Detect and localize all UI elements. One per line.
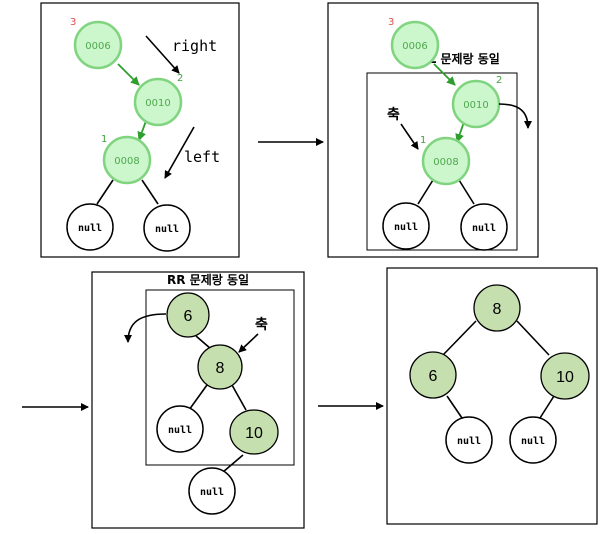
node-label: 6 [429, 368, 438, 385]
axis-arrow [238, 333, 259, 353]
null-label: null [521, 436, 545, 447]
axis-arrow [400, 123, 419, 150]
null-node [382, 202, 430, 250]
panel-2: LL 문제랑 동일 0006 0010 0008 3 2 1 null null… [327, 2, 539, 258]
node-label: 8 [493, 301, 502, 318]
null-label: null [457, 436, 481, 447]
rr-note-label: RR 문제랑 동일 [167, 273, 249, 287]
tree-node [409, 351, 457, 399]
null-label: null [394, 222, 418, 233]
node-label: 10 [245, 425, 263, 442]
null-node [509, 416, 557, 464]
node-label: 8 [216, 360, 225, 377]
null-node [460, 203, 508, 251]
null-node [66, 203, 114, 251]
edge-0006-0010 [117, 63, 140, 86]
null-node [143, 204, 191, 252]
node-label: 0006 [402, 41, 427, 52]
balance-label: 2 [177, 73, 183, 84]
node-label: 10 [556, 369, 574, 386]
ll-note-label: LL 문제랑 동일 [421, 52, 500, 66]
rotation-arrow-right [145, 35, 180, 74]
null-label: null [155, 224, 179, 235]
null-node [445, 416, 493, 464]
node-label: 0010 [145, 98, 170, 109]
edge-0010-0008 [137, 120, 147, 141]
panel-1: 0006 0010 0008 3 2 1 null null right lef… [40, 2, 240, 258]
node-label: 6 [184, 308, 193, 325]
edge-8-6 [442, 320, 477, 356]
edge-0008-null-left [417, 179, 434, 205]
rotation-arrow-left [164, 126, 195, 179]
rr-subtree-box [145, 289, 295, 466]
edge-6-8 [195, 335, 212, 350]
balance-label: 2 [496, 75, 502, 86]
tree-node [197, 344, 243, 390]
tree-node [102, 135, 152, 185]
edge-8-10 [516, 320, 550, 356]
panel-4: 8 6 10 null null [386, 267, 598, 525]
axis-label: 축 [255, 317, 268, 333]
node-label: 0006 [85, 41, 110, 52]
edge-0008-null-right [458, 179, 475, 205]
tree-node [133, 77, 183, 127]
axis-label: 축 [387, 107, 400, 123]
edge-6-null [446, 395, 463, 419]
edge-0006-0010 [433, 63, 456, 86]
tree-node [229, 409, 279, 455]
node-label: 0008 [114, 156, 139, 167]
balance-label: 3 [70, 17, 76, 28]
tree-node [166, 292, 210, 338]
node-label: 0008 [433, 157, 458, 168]
edge-8-10 [231, 384, 247, 411]
null-label: null [200, 487, 224, 498]
edge-0010-0008 [455, 121, 465, 143]
tree-node [390, 20, 440, 70]
edge-0008-null-right [141, 179, 159, 205]
null-node [188, 467, 236, 515]
rotation-arrow-curved [498, 103, 532, 129]
null-label: null [168, 425, 192, 436]
tree-node [421, 136, 471, 186]
rotation-label-left: left [184, 148, 220, 166]
node-label: 0010 [463, 100, 488, 111]
balance-label: 1 [101, 134, 107, 145]
null-node [156, 405, 204, 453]
tree-node [540, 352, 590, 400]
rotation-label-right: right [172, 37, 217, 55]
edge-10-null [539, 395, 555, 419]
edge-10-null [222, 454, 244, 473]
balance-label: 3 [388, 17, 394, 28]
null-label: null [472, 223, 496, 234]
tree-node [73, 20, 123, 70]
panel-3: RR 문제랑 동일 6 8 10 null null 축 [91, 271, 305, 529]
rotation-arrow-curved [124, 313, 167, 343]
null-label: null [78, 223, 102, 234]
tree-node [473, 284, 521, 332]
edge-0008-null-left [96, 179, 114, 205]
balance-label: 1 [420, 135, 426, 146]
edge-8-null [188, 384, 208, 411]
